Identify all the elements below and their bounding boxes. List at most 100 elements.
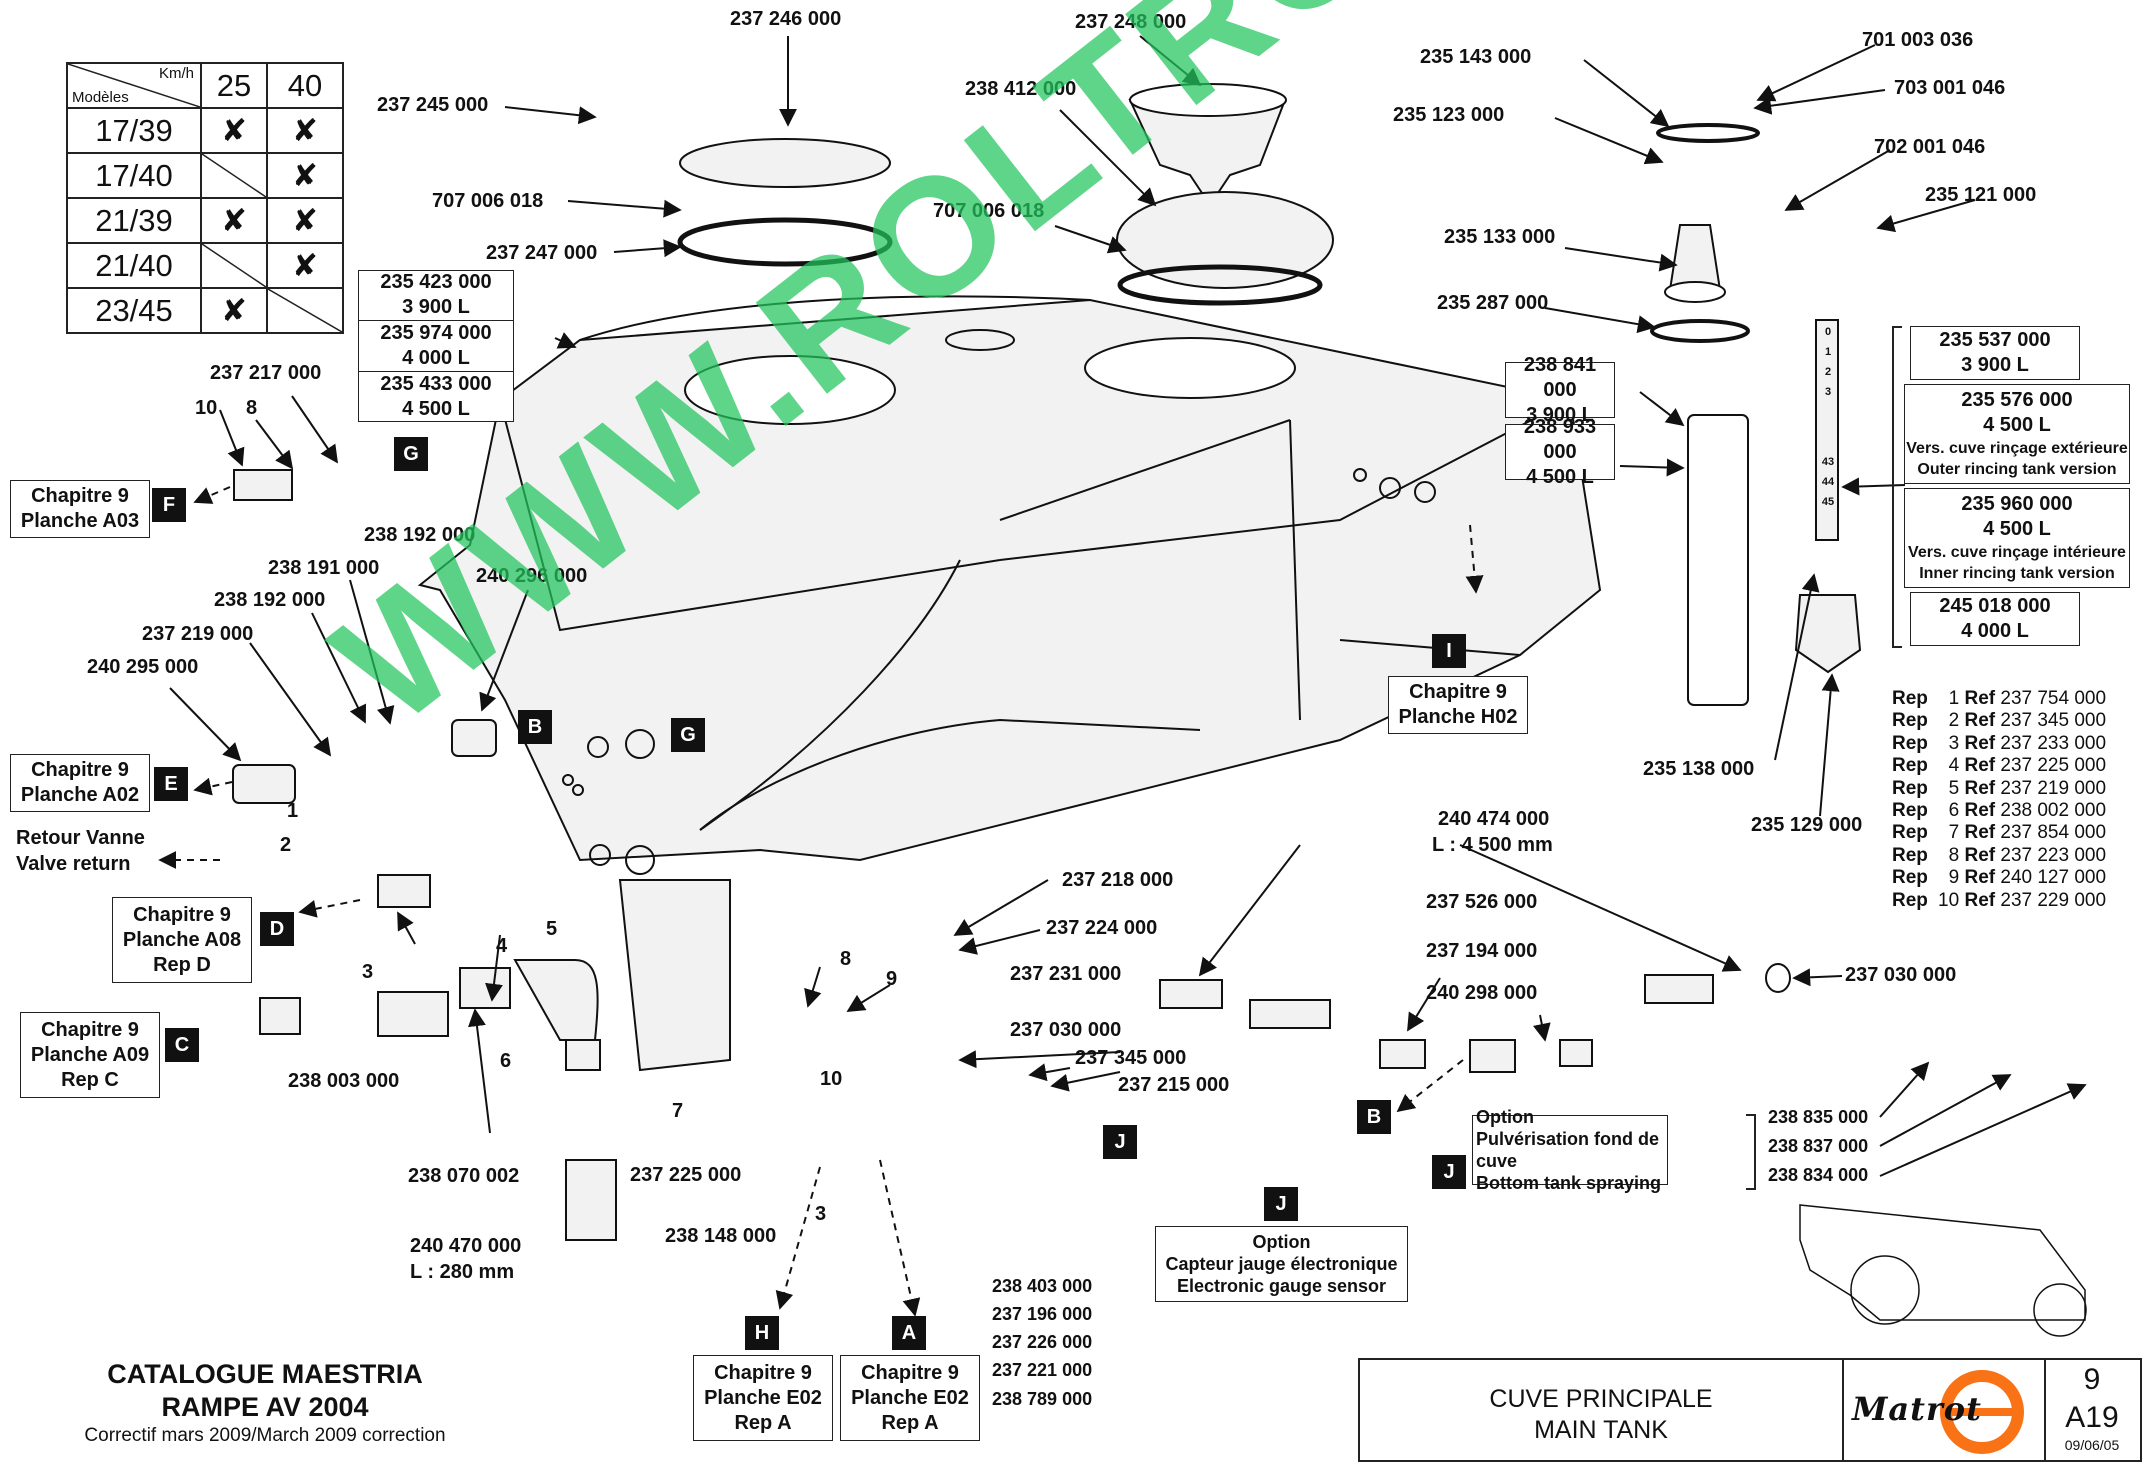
gauge-bracket	[1892, 326, 1902, 648]
list-item: Rep 10 Ref 237 229 000	[1892, 889, 2107, 911]
list-item: Rep 2 Ref 237 345 000	[1892, 710, 2107, 732]
table-row: 17/39 ✘ ✘	[66, 107, 344, 154]
part-number: 237 217 000	[210, 362, 322, 384]
table-row: 23/45 ✘	[66, 287, 344, 334]
model-header-label: Modèles	[72, 89, 129, 106]
table-row: 17/40 ✘	[66, 152, 344, 199]
speed-header-label: Km/h	[158, 65, 194, 82]
list-item: Rep 7 Ref 237 854 000	[1892, 822, 2107, 844]
part-number: 235 143 000	[1420, 46, 1532, 68]
sheet-title: CUVE PRINCIPALE MAIN TANK	[1489, 1385, 1713, 1444]
model-cell: 17/39	[66, 107, 202, 154]
tag-H: H	[745, 1316, 779, 1350]
empty-mark-cell	[200, 242, 268, 289]
part-number: 237 231 000	[1010, 963, 1122, 985]
list-item: Rep 9 Ref 240 127 000	[1892, 867, 2107, 889]
catalogue-title: CATALOGUE MAESTRIA RAMPE AV 2004 Correct…	[84, 1359, 446, 1446]
mark-cell: ✘	[266, 242, 344, 289]
part-number: 237 226 000	[992, 1332, 1093, 1352]
part-number: 237 526 000	[1426, 891, 1538, 913]
tag-J: J	[1103, 1125, 1137, 1159]
model-table-corner: Km/h Modèles	[66, 62, 202, 109]
speed-40-header: 40	[266, 62, 344, 109]
part-number: 240 470 000	[410, 1235, 522, 1257]
mark-cell: ✘	[266, 152, 344, 199]
part-number: 238 192 000	[364, 524, 476, 546]
model-cell: 21/39	[66, 197, 202, 244]
tag-E: E	[154, 767, 188, 801]
level-tube	[1687, 414, 1749, 706]
tag-J: J	[1432, 1155, 1466, 1189]
part-number: 235 123 000	[1393, 104, 1505, 126]
option-bracket	[1746, 1114, 1756, 1190]
part-number: 237 345 000	[1075, 1047, 1187, 1069]
tag-A: A	[892, 1316, 926, 1350]
empty-mark-cell	[200, 152, 268, 199]
part-number: 8	[840, 948, 852, 970]
tag-G: G	[671, 718, 705, 752]
tag-I: I	[1432, 634, 1466, 668]
part-number: 237 247 000	[486, 242, 598, 264]
empty-mark-cell	[266, 287, 344, 334]
part-number: 238 403 000	[992, 1276, 1093, 1296]
part-number: 237 248 000	[1075, 11, 1187, 33]
list-item: Rep 3 Ref 237 233 000	[1892, 732, 2107, 754]
part-number: 7	[672, 1100, 684, 1122]
part-number: 238 835 000	[1768, 1107, 1869, 1127]
list-item: Rep 5 Ref 237 219 000	[1892, 777, 2107, 799]
part-number: 707 006 018	[432, 190, 544, 212]
model-cell: 21/40	[66, 242, 202, 289]
mark-cell: ✘	[200, 107, 268, 154]
part-number: 238 834 000	[1768, 1165, 1869, 1185]
gauge-scale	[1815, 319, 1839, 541]
mark-cell: ✘	[200, 197, 268, 244]
strainer-basket	[1128, 99, 1287, 207]
part-number: 3	[362, 961, 374, 983]
table-row: 21/40 ✘	[66, 242, 344, 289]
part-number: 9	[886, 968, 898, 990]
part-number: 240 295 000	[87, 656, 199, 678]
part-number: 240 296 000	[476, 565, 588, 587]
mark-cell: ✘	[266, 197, 344, 244]
part-number: 10	[195, 397, 218, 419]
part-number: 6	[500, 1050, 512, 1072]
sheet-ref: 9 A19 09/06/05	[2064, 1363, 2120, 1453]
part-number: 1	[287, 800, 299, 822]
part-number: 237 246 000	[730, 8, 842, 30]
part-number: L : 4 500 mm	[1432, 834, 1553, 856]
part-number: 238 191 000	[268, 557, 380, 579]
tag-G: G	[394, 437, 428, 471]
part-number: 235 121 000	[1925, 184, 2037, 206]
part-number: 238 412 000	[965, 78, 1077, 100]
part-number: 237 225 000	[630, 1164, 742, 1186]
part-number: 703 001 046	[1894, 77, 2006, 99]
part-number: 235 287 000	[1437, 292, 1549, 314]
part-number: 238 148 000	[665, 1225, 777, 1247]
part-number: 3	[815, 1203, 827, 1225]
part-number: 10	[820, 1068, 843, 1090]
part-number: 238 003 000	[288, 1070, 400, 1092]
tag-B: B	[1357, 1100, 1391, 1134]
tag-C: C	[165, 1028, 199, 1062]
part-number: 237 196 000	[992, 1304, 1093, 1324]
list-item: Rep 8 Ref 237 223 000	[1892, 844, 2107, 866]
tag-F: F	[152, 488, 186, 522]
gauge-scale-labels: 0 1 2 3 43 44 45	[1821, 326, 1835, 508]
part-number: 237 221 000	[992, 1360, 1093, 1380]
part-number: 702 001 046	[1874, 136, 1986, 158]
part-number: L : 280 mm	[410, 1261, 515, 1283]
